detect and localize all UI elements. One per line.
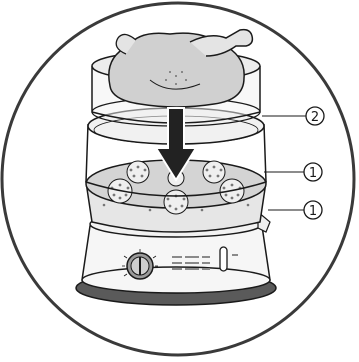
water-level-window	[220, 247, 227, 271]
callout-upper-basket: 2	[306, 107, 324, 125]
callout-base-ring: 1	[304, 201, 322, 219]
callout-number: 1	[309, 166, 317, 181]
callout-middle-basket: 1	[304, 163, 322, 181]
callout-number: 2	[311, 110, 319, 125]
roast-chicken-icon	[109, 30, 253, 107]
callout-number: 1	[309, 204, 317, 219]
